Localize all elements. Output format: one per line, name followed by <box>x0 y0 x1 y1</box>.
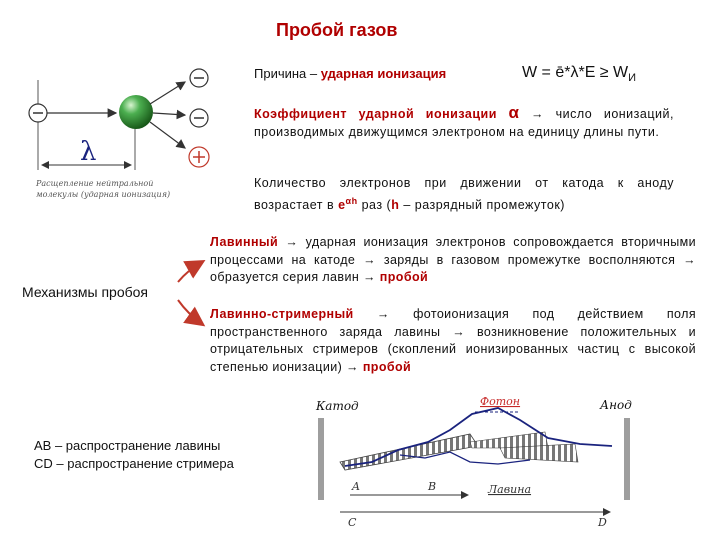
point-b: B <box>427 480 436 493</box>
point-d: D <box>597 516 607 529</box>
point-a: A <box>351 480 360 493</box>
coefficient-text: число ионизаций, производимых движущимся… <box>254 107 674 139</box>
cause-line: Причина – ударная ионизация <box>254 66 446 81</box>
out-arrow-2 <box>152 109 187 120</box>
page-title: Пробой газов <box>276 20 398 40</box>
count-text-after: – разрядный промежуток) <box>403 198 565 213</box>
count-power: eαh <box>338 196 358 213</box>
legend-ab: АВ – распространение лавины <box>34 438 221 453</box>
avalanche-text1: ударная ионизация электронов сопровождае… <box>210 235 697 267</box>
discharge-figure: Катод Анод Фотон A B Лавина C D <box>315 395 632 529</box>
tertiary-avalanche <box>499 443 579 463</box>
streamer-term: Лавинно-стримерный <box>210 307 354 321</box>
molecule-sphere <box>119 95 153 129</box>
streamer-result: пробой <box>362 359 412 374</box>
out-arrow-3 <box>149 121 186 149</box>
streamer-path <box>344 407 613 467</box>
streamer-arrow: → <box>376 307 390 321</box>
avalanche-text2: заряды в газовом промежутке восполняются <box>383 252 676 267</box>
avalanche-label: Лавина <box>487 483 531 496</box>
anode-plate <box>624 418 630 500</box>
out-arrow-1 <box>149 81 187 105</box>
count-power-exp: αh <box>345 196 358 206</box>
streamer-branch <box>399 451 531 465</box>
avalanche-paragraph: Лавинный → ударная ионизация электронов … <box>210 234 696 287</box>
avalanche-result: пробой <box>379 270 429 284</box>
count-text-mid: раз ( <box>361 198 392 213</box>
streamer-text1: фотоионизация под действием поля простра… <box>210 307 696 339</box>
streamer-text2: возникновение положительных и отрицатель… <box>210 324 697 374</box>
point-c: C <box>348 516 357 529</box>
avalanche-text3: образуется серия лавин <box>210 270 360 284</box>
cathode-plate <box>318 418 324 500</box>
cause-label: Причина – <box>254 66 318 81</box>
formula-subscript: И <box>628 72 637 85</box>
ion-caption-2: молекулы (ударная ионизация) <box>36 190 170 199</box>
lambda-label: λ <box>80 137 96 167</box>
cause-value: ударная ионизация <box>320 66 447 81</box>
avalanche-arrow3: → <box>683 252 696 267</box>
cathode-label: Катод <box>315 399 359 413</box>
formula-main: W = ē*λ*E ≥ W <box>522 64 629 81</box>
mechanisms-label: Механизмы пробоя <box>22 284 149 300</box>
electron-count-paragraph: Количество электронов при движении от ка… <box>254 174 674 214</box>
secondary-avalanche <box>469 431 549 449</box>
streamer-arrow3: → <box>346 359 359 374</box>
coefficient-paragraph: Коэффициент ударной ионизации α → число … <box>254 104 674 141</box>
coefficient-arrow: → <box>531 107 545 121</box>
arrow-to-avalanche <box>177 260 206 283</box>
avalanche-arrow: → <box>285 235 299 249</box>
photon-label: Фотон <box>480 395 520 408</box>
avalanche-arrow2: → <box>363 252 376 267</box>
arrow-to-streamer <box>177 299 206 327</box>
figure-legend: АВ – распространение лавины CD – распрос… <box>34 437 234 473</box>
ion-caption-1: Расщепление нейтральной <box>35 179 153 188</box>
alpha-symbol: α <box>508 103 520 122</box>
avalanche-cone <box>339 433 479 471</box>
avalanche-term: Лавинный <box>210 235 279 249</box>
count-power-base: e <box>338 198 346 213</box>
coefficient-term: Коэффициент ударной ионизации <box>254 107 497 121</box>
count-h: h <box>391 198 400 213</box>
streamer-arrow2: → <box>452 324 466 339</box>
ionization-figure: λ Расщепление нейтральной молекулы (удар… <box>28 68 210 199</box>
legend-cd: CD – распространение стримера <box>34 456 234 471</box>
count-text-before: Количество электронов при движении от ка… <box>254 176 674 213</box>
avalanche-arrow4: → <box>363 270 376 284</box>
anode-label: Анод <box>599 398 632 412</box>
energy-formula: W = ē*λ*E ≥ WИ <box>522 64 636 84</box>
streamer-paragraph: Лавинно-стримерный → фотоионизация под д… <box>210 306 696 376</box>
